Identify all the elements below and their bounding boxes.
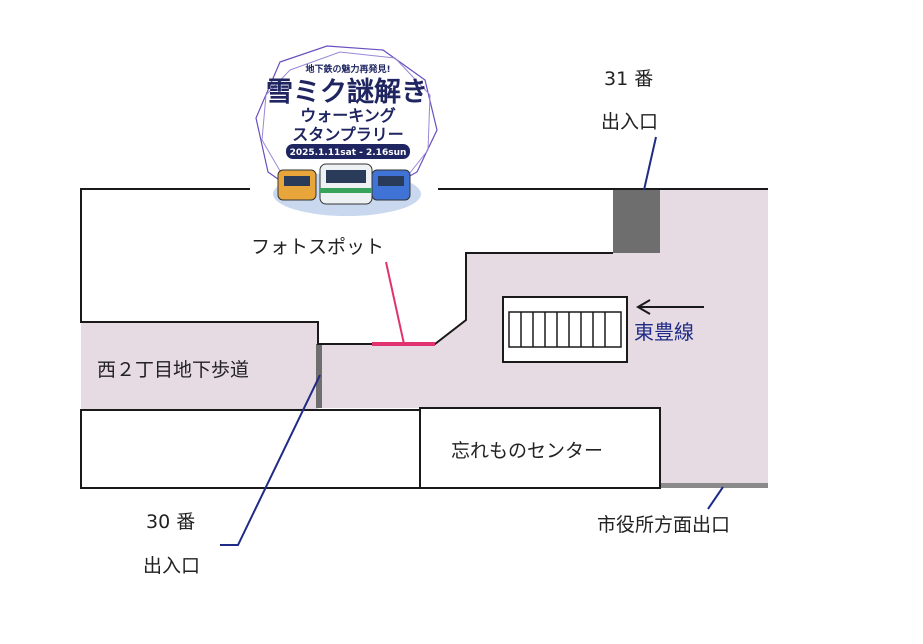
arrow-left-icon: [636, 299, 704, 315]
event-logo: 地下鉄の魅力再発見! 雪ミク謎解き ウォーキング スタンプラリー 2025.1.…: [255, 45, 438, 216]
exit-30-number: 30 番: [146, 511, 195, 533]
city-hall-exit-strip[interactable]: [660, 483, 768, 488]
photo-spot-label: フォトスポット: [251, 236, 384, 258]
logo-frame: [255, 45, 438, 201]
lost-found-label: 忘れものセンター: [451, 440, 603, 462]
logo-tagline: 地下鉄の魅力再発見!: [305, 63, 390, 75]
logo-title-sub2: スタンプラリー: [292, 125, 404, 144]
city-hall-exit-leader: [707, 486, 724, 510]
logo-title-main: 雪ミク謎解き: [266, 77, 428, 108]
train-icon: [277, 169, 317, 201]
city-hall-exit-label: 市役所方面出口: [597, 514, 730, 536]
stairs-icon: [502, 296, 628, 363]
line-name-label: 東豊線: [634, 320, 694, 344]
walls: [80, 188, 768, 489]
train-icon: [319, 163, 373, 205]
train-icon: [371, 169, 411, 201]
logo-title-sub1: ウォーキング: [300, 106, 396, 125]
exit-31-label: 出入口: [601, 111, 658, 133]
exit-30-leader: [220, 374, 321, 546]
walkway-label: 西２丁目地下歩道: [97, 359, 249, 381]
exit-31-block[interactable]: [613, 190, 660, 253]
exit-30-label: 出入口: [143, 555, 200, 577]
exit-31-number: 31 番: [604, 68, 653, 90]
exit-31-leader: [643, 136, 657, 191]
walkway-floor: [81, 322, 318, 410]
logo-dates: 2025.1.11sat - 2.16sun: [290, 148, 407, 158]
photo-spot-leader: [385, 261, 405, 345]
